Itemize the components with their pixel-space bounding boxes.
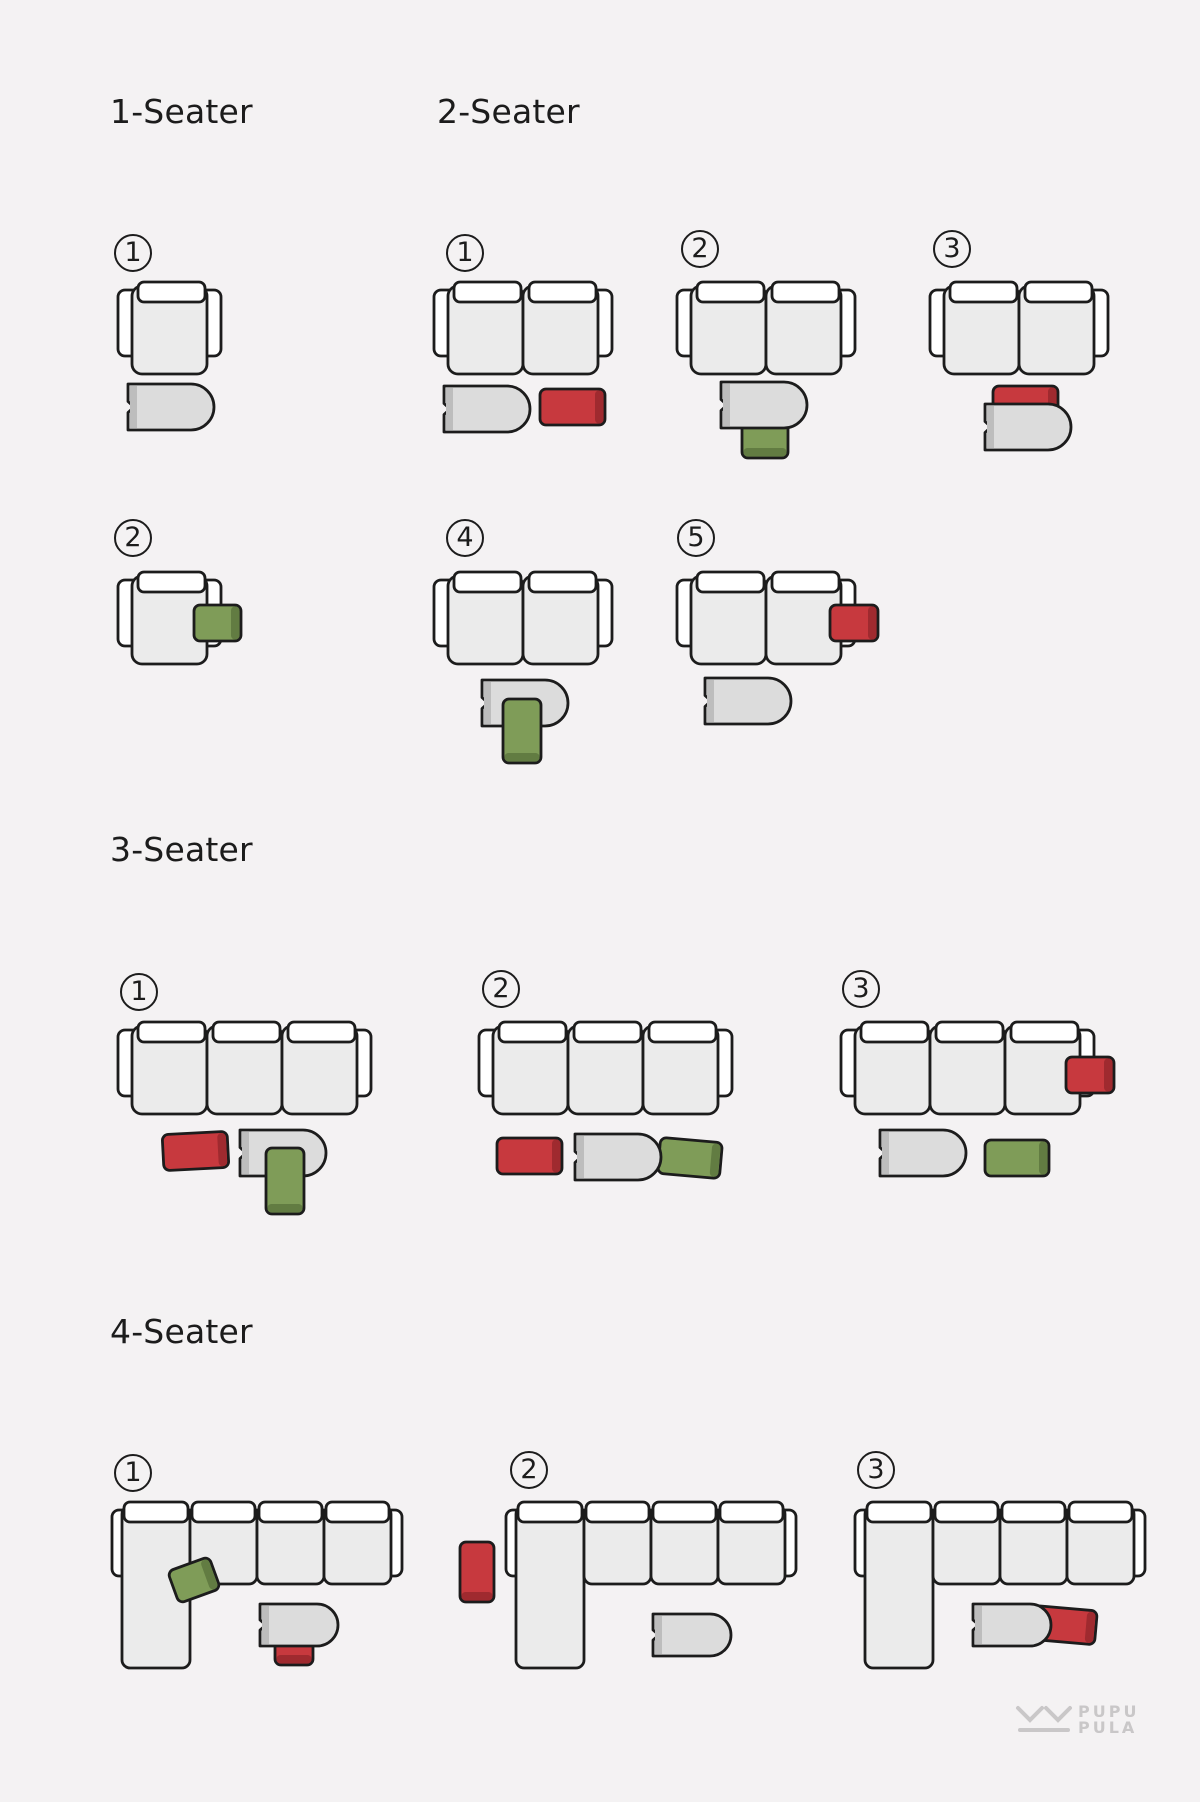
green-cushion: [656, 1136, 724, 1180]
logo-text: PUPU PULA: [1078, 1704, 1139, 1736]
sofa: [839, 1020, 1096, 1116]
sofa: [116, 1020, 373, 1116]
ottoman: [971, 1602, 1053, 1648]
l-shaped-sofa: [110, 1500, 404, 1670]
sofa: [675, 280, 857, 376]
red-cushion: [828, 603, 880, 643]
ottoman: [719, 380, 809, 430]
option-number: 4: [446, 519, 484, 557]
green-cushion: [264, 1146, 306, 1216]
ottoman: [703, 676, 793, 726]
red-cushion: [1064, 1055, 1116, 1095]
sofa: [432, 570, 614, 666]
option-number: 1: [114, 1454, 152, 1492]
red-cushion: [538, 387, 607, 427]
option-number: 5: [677, 519, 715, 557]
pupupula-logo: [1016, 1706, 1072, 1732]
option-number: 2: [510, 1451, 548, 1489]
section-title-3-seater: 3-Seater: [110, 830, 253, 869]
sofa: [432, 280, 614, 376]
green-cushion: [167, 1556, 221, 1604]
option-number: 1: [114, 234, 152, 272]
section-title-4-seater: 4-Seater: [110, 1312, 253, 1351]
option-number: 2: [482, 970, 520, 1008]
option-number: 3: [857, 1451, 895, 1489]
red-cushion: [495, 1136, 564, 1176]
sofa: [675, 570, 857, 666]
ottoman: [983, 402, 1073, 452]
ottoman: [651, 1612, 733, 1658]
option-number: 2: [681, 230, 719, 268]
ottoman: [573, 1132, 663, 1182]
option-number: 1: [446, 234, 484, 272]
ottoman: [442, 384, 532, 434]
option-number: 3: [842, 970, 880, 1008]
green-cushion: [983, 1138, 1051, 1178]
green-cushion: [192, 603, 243, 643]
ottoman: [258, 1602, 340, 1648]
l-shaped-sofa: [504, 1500, 798, 1670]
option-number: 2: [114, 519, 152, 557]
sofa: [116, 280, 223, 376]
option-number: 1: [120, 973, 158, 1011]
sofa: [477, 1020, 734, 1116]
section-title-2-seater: 2-Seater: [437, 92, 580, 131]
ottoman: [878, 1128, 968, 1178]
l-shaped-sofa: [853, 1500, 1147, 1670]
option-number: 3: [933, 230, 971, 268]
ottoman: [126, 382, 216, 432]
red-cushion: [458, 1540, 496, 1604]
sofa: [928, 280, 1110, 376]
logo-line-1: PUPU: [1078, 1702, 1140, 1721]
logo-line-2: PULA: [1078, 1718, 1138, 1737]
green-cushion: [501, 697, 543, 765]
section-title-1-seater: 1-Seater: [110, 92, 253, 131]
red-cushion: [161, 1130, 230, 1172]
